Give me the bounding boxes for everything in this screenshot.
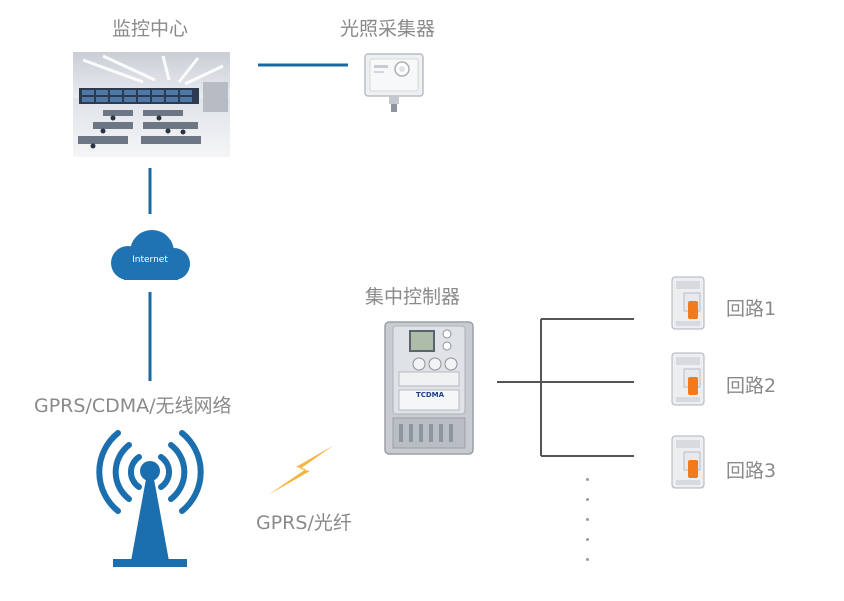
dot: [586, 538, 589, 541]
continuation-dots: [586, 478, 592, 578]
concentrator-label: 集中控制器: [365, 286, 461, 308]
dot: [586, 558, 589, 561]
dot: [586, 498, 589, 501]
circuit-breaker-2: [670, 351, 706, 407]
light-sensor-icon: [362, 51, 426, 115]
meter-icon: TCDMA: [383, 320, 475, 456]
network-label: GPRS/CDMA/无线网络: [34, 395, 232, 417]
dot: [586, 518, 589, 521]
circuit-2-label: 回路2: [726, 375, 777, 397]
internet-label: Internet: [132, 255, 168, 265]
meter-brand-label: TCDMA: [415, 391, 445, 399]
circuit-3-label: 回路3: [726, 460, 777, 482]
cloud-icon: Internet: [104, 228, 196, 284]
circuit-1-label: 回路1: [726, 298, 777, 320]
monitor-center-label: 监控中心: [112, 18, 189, 40]
circuit-breaker-3: [670, 434, 706, 490]
circuit-breaker-1: [670, 275, 706, 331]
dot: [586, 478, 589, 481]
link-label: GPRS/光纤: [256, 512, 352, 534]
control-room-photo: [73, 52, 230, 157]
lightning-icon: [266, 445, 336, 497]
wireless-tower-icon: [85, 425, 215, 575]
light-collector-label: 光照采集器: [340, 18, 436, 40]
